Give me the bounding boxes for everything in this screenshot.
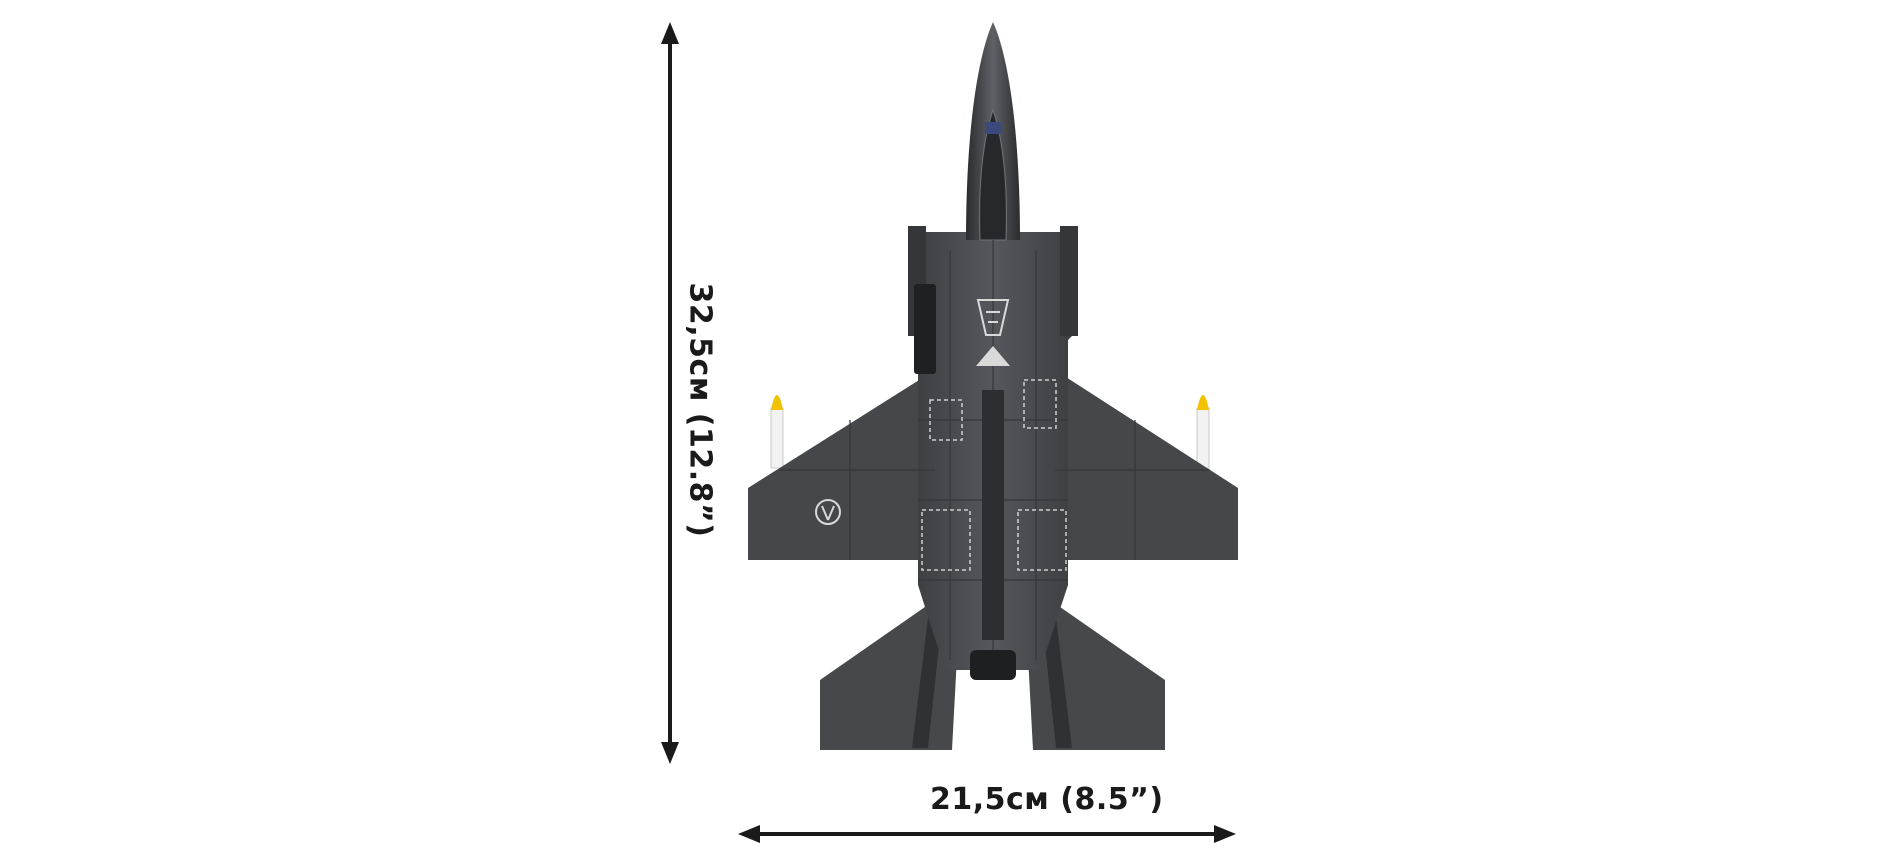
width-arrow <box>738 825 1236 843</box>
left-wing <box>748 370 935 560</box>
right-wing <box>1055 370 1238 560</box>
arrow-head-right-icon <box>1214 825 1236 843</box>
center-spine <box>982 390 1004 640</box>
triangle-marking <box>976 346 1010 366</box>
cockpit-sticker <box>985 122 1001 134</box>
height-arrow <box>661 22 679 764</box>
left-missile-icon <box>770 395 784 469</box>
exhaust-nozzle <box>970 650 1016 680</box>
arrow-head-up-icon <box>661 22 679 44</box>
roundel-icon <box>815 499 841 525</box>
right-missile-icon <box>1196 395 1210 469</box>
width-dimension-label: 21,5см (8.5”) <box>930 782 1164 817</box>
height-dimension-label: 32,5см (12.8”) <box>682 282 718 538</box>
arrow-head-down-icon <box>661 742 679 764</box>
intake-vent <box>914 284 936 374</box>
arrow-head-left-icon <box>738 825 760 843</box>
bay-door-markings <box>921 379 1067 571</box>
right-intake <box>1060 226 1078 336</box>
chevron-marking <box>976 299 1010 336</box>
fighter-jet-model-icon <box>748 22 1238 750</box>
